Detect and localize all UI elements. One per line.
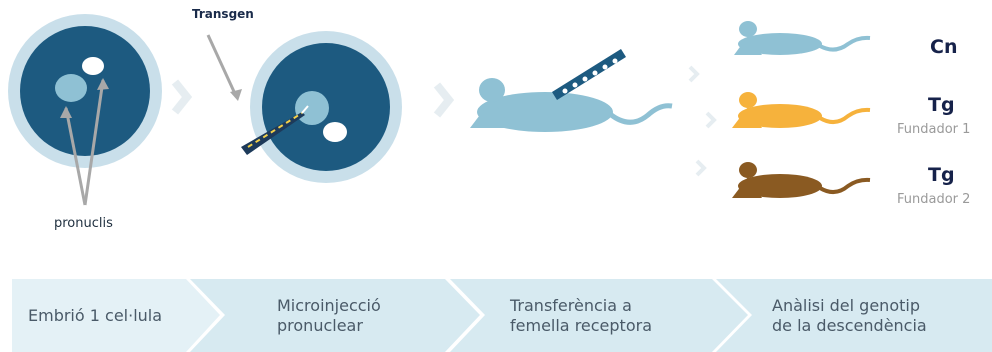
step-3: Transferència a femella receptora	[510, 279, 710, 352]
step-2: Microinjecció pronuclear	[277, 279, 457, 352]
mouse-icon	[732, 162, 871, 198]
step-4-line-1: Anàlisi del genotip	[772, 295, 920, 315]
arrow-icon	[64, 79, 105, 206]
step-4: Anàlisi del genotip de la descendència	[772, 279, 982, 352]
chevron-right-icon	[705, 111, 717, 129]
transgen-label: Transgen	[192, 7, 254, 21]
offspring-code-1: Cn	[930, 36, 958, 58]
arrow-icon	[206, 34, 238, 97]
embryo-1	[8, 14, 162, 168]
steps-band	[12, 279, 992, 352]
step-3-line-2: femella receptora	[510, 315, 652, 335]
step-4-line-2: de la descendència	[772, 315, 927, 335]
catheter-icon	[552, 49, 626, 100]
pronucleus-male	[82, 57, 104, 75]
step-2-line-1: Microinjecció	[277, 295, 381, 315]
step-3-line-1: Transferència a	[510, 295, 632, 315]
offspring-code-3: Tg	[928, 164, 955, 186]
needle-icon	[241, 105, 309, 155]
mouse-icon	[734, 21, 871, 55]
mouse-icon	[732, 92, 871, 128]
chevron-right-icon	[171, 79, 193, 115]
offspring-sub-3: Fundador 2	[897, 192, 971, 207]
pronucleus-female	[55, 74, 87, 102]
step-2-line-2: pronuclear	[277, 315, 363, 335]
chevron-right-icon	[688, 65, 700, 83]
offspring-code-2: Tg	[928, 94, 955, 116]
embryo-2	[250, 31, 402, 183]
chevron-right-icon	[695, 159, 707, 177]
mouse-icon	[470, 78, 673, 132]
step-1-label: Embrió 1 cel·lula	[28, 305, 163, 325]
offspring-sub-2: Fundador 1	[897, 122, 971, 137]
chevron-right-icon	[433, 82, 455, 118]
step-1: Embrió 1 cel·lula	[28, 279, 208, 352]
pronuclis-label: pronuclis	[54, 216, 113, 231]
